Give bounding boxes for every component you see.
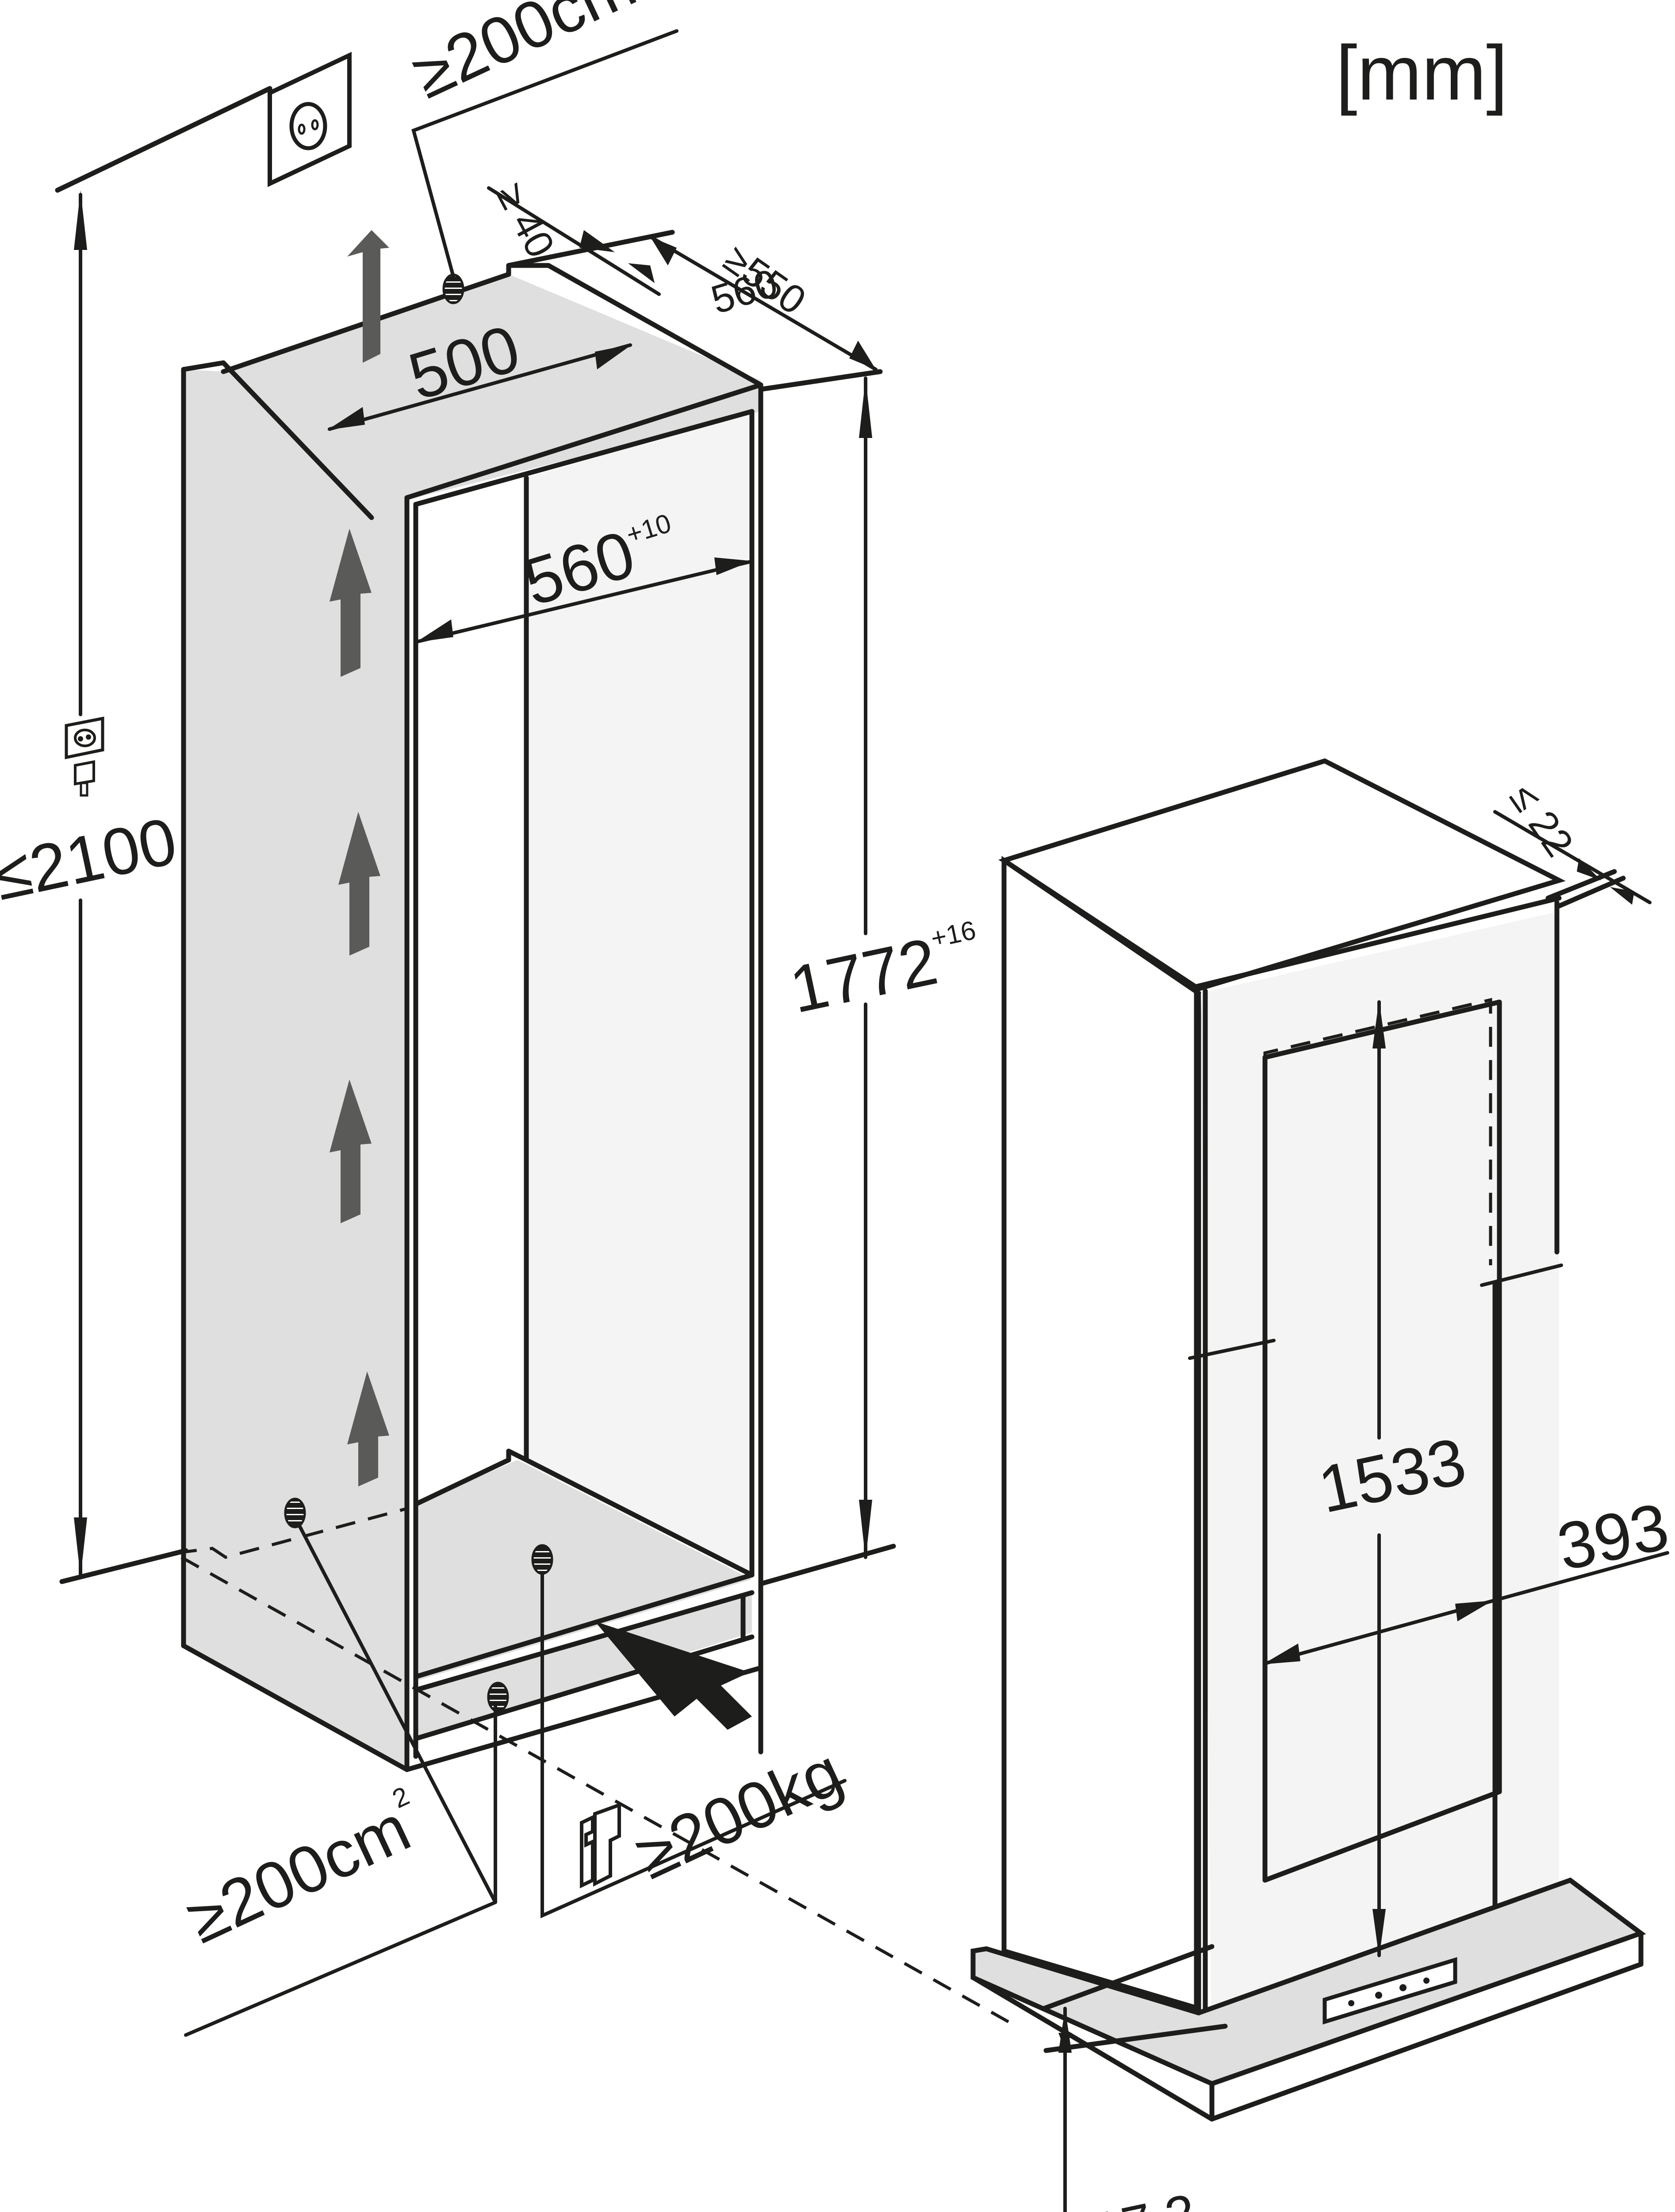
airflow-arrow-icon: [347, 230, 389, 363]
power-socket-icon: [65, 716, 104, 760]
vent-grille-icon: [487, 1682, 509, 1713]
door-width-label: 393: [1551, 1489, 1675, 1584]
max-height-label: ≤2100: [0, 803, 183, 914]
niche-height-label: 1772+16: [784, 914, 988, 1027]
airflow-arrow-icon: [330, 1079, 372, 1223]
power-socket-icon: [55, 52, 352, 193]
vent-grille-icon: [284, 1498, 306, 1528]
appliance-unit: [970, 758, 1646, 2122]
door-offset-label: ≤ 22: [1501, 776, 1582, 864]
top-vent-area-label: ≥200cm2: [400, 0, 659, 112]
airflow-arrows: [330, 230, 389, 1486]
plug-icon: [74, 760, 95, 797]
unit-label: [mm]: [1336, 30, 1508, 116]
airflow-arrow-icon: [338, 812, 380, 956]
leader-lines: [184, 29, 847, 2037]
gap-label: ≥ 40: [487, 176, 563, 265]
plinth-height-label: 117,2: [1063, 2183, 1201, 2212]
bottom-vent-area-label: ≥200cm2: [174, 1781, 434, 1957]
weight-icon: [580, 1802, 621, 1889]
vent-grille-icon: [442, 273, 464, 304]
vent-grilles: [284, 273, 553, 1713]
vent-grille-icon: [531, 1544, 553, 1575]
max-height-dimension: ≤2100: [0, 190, 188, 1584]
airflow-arrow-icon: [330, 529, 372, 677]
airflow-arrow-icon: [347, 1371, 389, 1486]
control-panel: [1322, 1957, 1457, 2025]
niche-height-dimension: 1772+16: [758, 376, 988, 1586]
air-intake-arrow-icon: [595, 1621, 752, 1730]
gap-dimension: ≥ 40: [487, 176, 675, 296]
niche-cabinet: [176, 263, 1009, 2024]
